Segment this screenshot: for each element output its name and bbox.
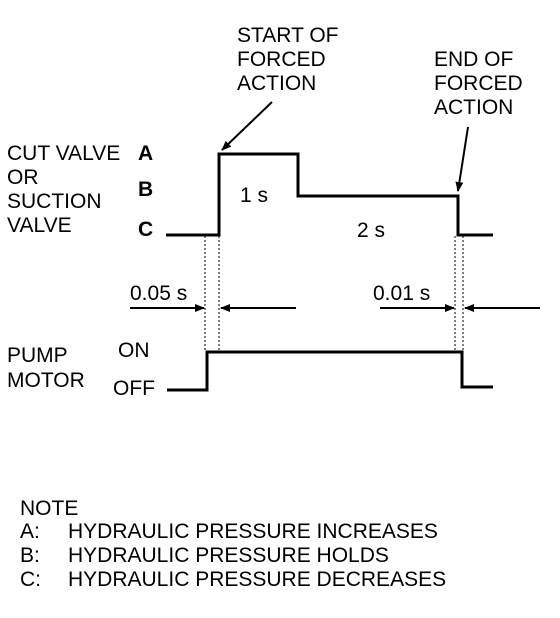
note-text: HYDRAULIC PRESSURE DECREASES [68, 568, 447, 591]
level-c-label: C [138, 218, 154, 241]
valve-label-line-1: CUT VALVE [7, 142, 121, 165]
start-annotation-line-3: ACTION [237, 72, 317, 95]
end-annotation-line-1: END OF [434, 48, 514, 71]
note-text: HYDRAULIC PRESSURE HOLDS [68, 544, 389, 567]
note-key: B: [20, 544, 40, 567]
pump-label-line-2: MOTOR [7, 369, 85, 392]
note-item: C: HYDRAULIC PRESSURE DECREASES [20, 568, 446, 592]
note-key: A: [20, 520, 40, 543]
duration-b-label: 1 s [240, 184, 269, 207]
pump-on-label: ON [118, 339, 150, 362]
start-action-arrow [221, 101, 273, 151]
pump-waveform [167, 350, 493, 392]
valve-label-line-3: SUCTION [7, 190, 102, 213]
valve-label-line-4: VALVE [7, 214, 72, 237]
note-item: A: HYDRAULIC PRESSURE INCREASES [20, 520, 438, 544]
end-annotation-line-3: ACTION [434, 96, 514, 119]
end-annotation-line-2: FORCED [434, 72, 523, 95]
end-action-arrow [455, 126, 469, 192]
note-title: NOTE [20, 497, 79, 520]
start-delay-label: 0.05 s [130, 282, 188, 305]
level-a-label: A [138, 142, 154, 165]
pump-label-line-1: PUMP [7, 344, 68, 367]
end-delay-label: 0.01 s [373, 282, 431, 305]
start-annotation-line-1: START OF [237, 24, 339, 47]
duration-c-label: 2 s [357, 219, 386, 242]
note-text: HYDRAULIC PRESSURE INCREASES [68, 520, 438, 543]
valve-waveform [166, 152, 493, 237]
note-key: C: [20, 568, 41, 591]
valve-label-line-2: OR [7, 166, 39, 189]
level-b-label: B [138, 178, 154, 201]
note-item: B: HYDRAULIC PRESSURE HOLDS [20, 544, 389, 568]
pump-off-label: OFF [113, 377, 155, 400]
start-annotation-line-2: FORCED [237, 48, 326, 71]
